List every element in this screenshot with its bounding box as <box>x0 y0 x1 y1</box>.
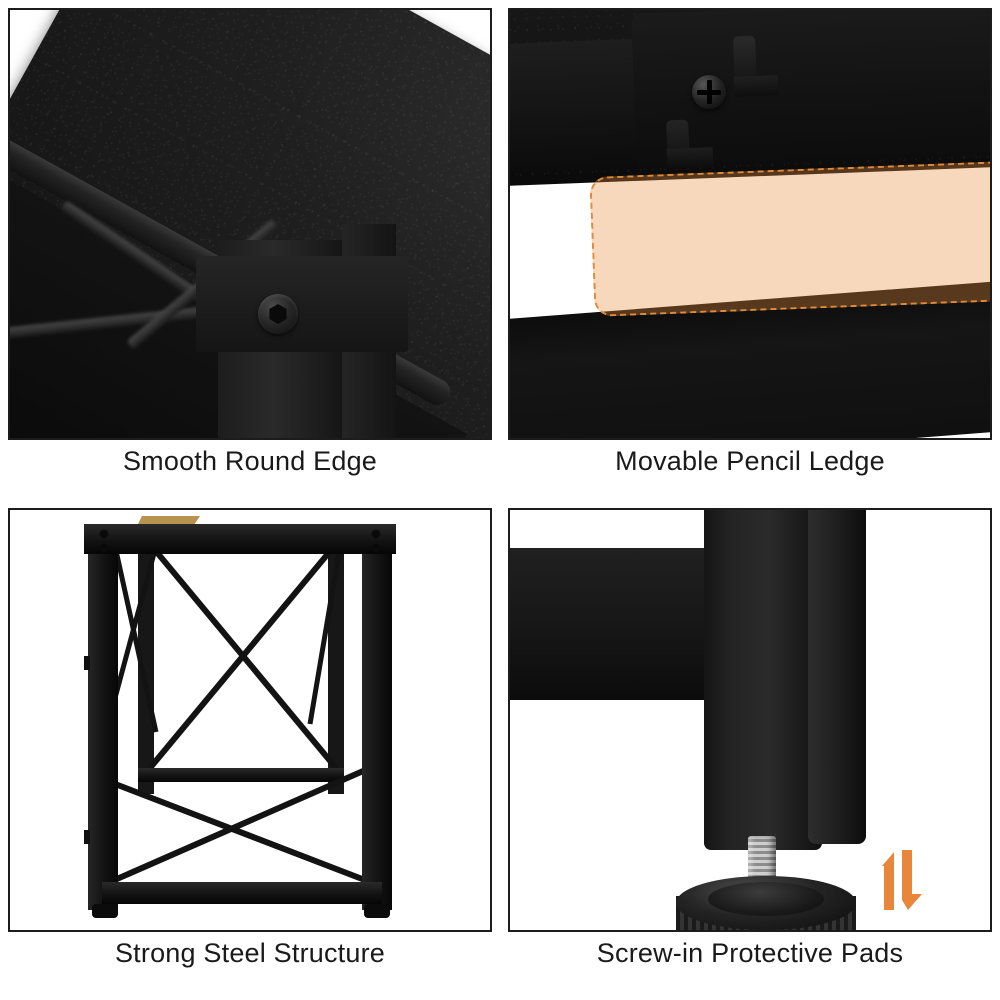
leveling-foot-left <box>92 904 118 918</box>
ledge-hook-slot-upper-arm <box>733 75 779 97</box>
feature-cell-screw-in-protective-pads: Screw-in Protective Pads <box>500 500 1000 1000</box>
feature-caption-movable-pencil-ledge: Movable Pencil Ledge <box>615 446 885 476</box>
frame-bolt <box>99 543 109 553</box>
front-leg-right <box>362 538 392 910</box>
frame-bolt <box>99 529 109 539</box>
feature-caption-screw-in-protective-pads: Screw-in Protective Pads <box>596 938 904 968</box>
leg-tab <box>84 830 90 844</box>
cross-brace-rod <box>307 545 343 725</box>
front-leg-left <box>88 538 118 910</box>
feature-image-screw-in-protective-pads <box>508 508 992 932</box>
leg-tab <box>84 656 90 670</box>
ledge-hook-slot-lower-arm <box>666 147 714 169</box>
cross-brace-rod <box>108 765 372 885</box>
hex-screw-icon <box>258 294 298 334</box>
protective-pad-collar <box>708 882 824 916</box>
desk-leg-side <box>808 510 866 844</box>
steel-frame-diagram <box>84 516 396 918</box>
feature-image-movable-pencil-ledge <box>508 8 992 440</box>
leveling-foot-right <box>364 904 390 918</box>
desk-leg <box>704 510 822 850</box>
cross-brace-rod <box>108 779 372 885</box>
frame-bolt <box>371 529 381 539</box>
mid-rail <box>138 768 344 782</box>
leg-bracket <box>196 256 408 352</box>
feature-image-smooth-round-edge <box>8 8 492 440</box>
feature-cell-strong-steel-structure: Strong Steel Structure <box>0 500 500 1000</box>
desk-rail <box>510 548 714 700</box>
cross-brace-rod <box>112 545 159 699</box>
feature-image-strong-steel-structure <box>8 508 492 932</box>
feature-cell-movable-pencil-ledge: Movable Pencil Ledge <box>500 0 1000 500</box>
cross-brace-rod <box>147 542 339 770</box>
bottom-rail <box>102 882 382 904</box>
feature-caption-smooth-round-edge: Smooth Round Edge <box>122 446 378 476</box>
top-rail <box>84 524 396 554</box>
cross-brace-rod <box>112 545 159 733</box>
phillips-screw-icon <box>692 75 726 109</box>
up-down-arrows-icon <box>862 840 942 920</box>
feature-caption-strong-steel-structure: Strong Steel Structure <box>114 938 386 968</box>
feature-cell-smooth-round-edge: Smooth Round Edge <box>0 0 500 500</box>
frame-bolt <box>371 543 381 553</box>
highlight-region <box>589 161 990 317</box>
